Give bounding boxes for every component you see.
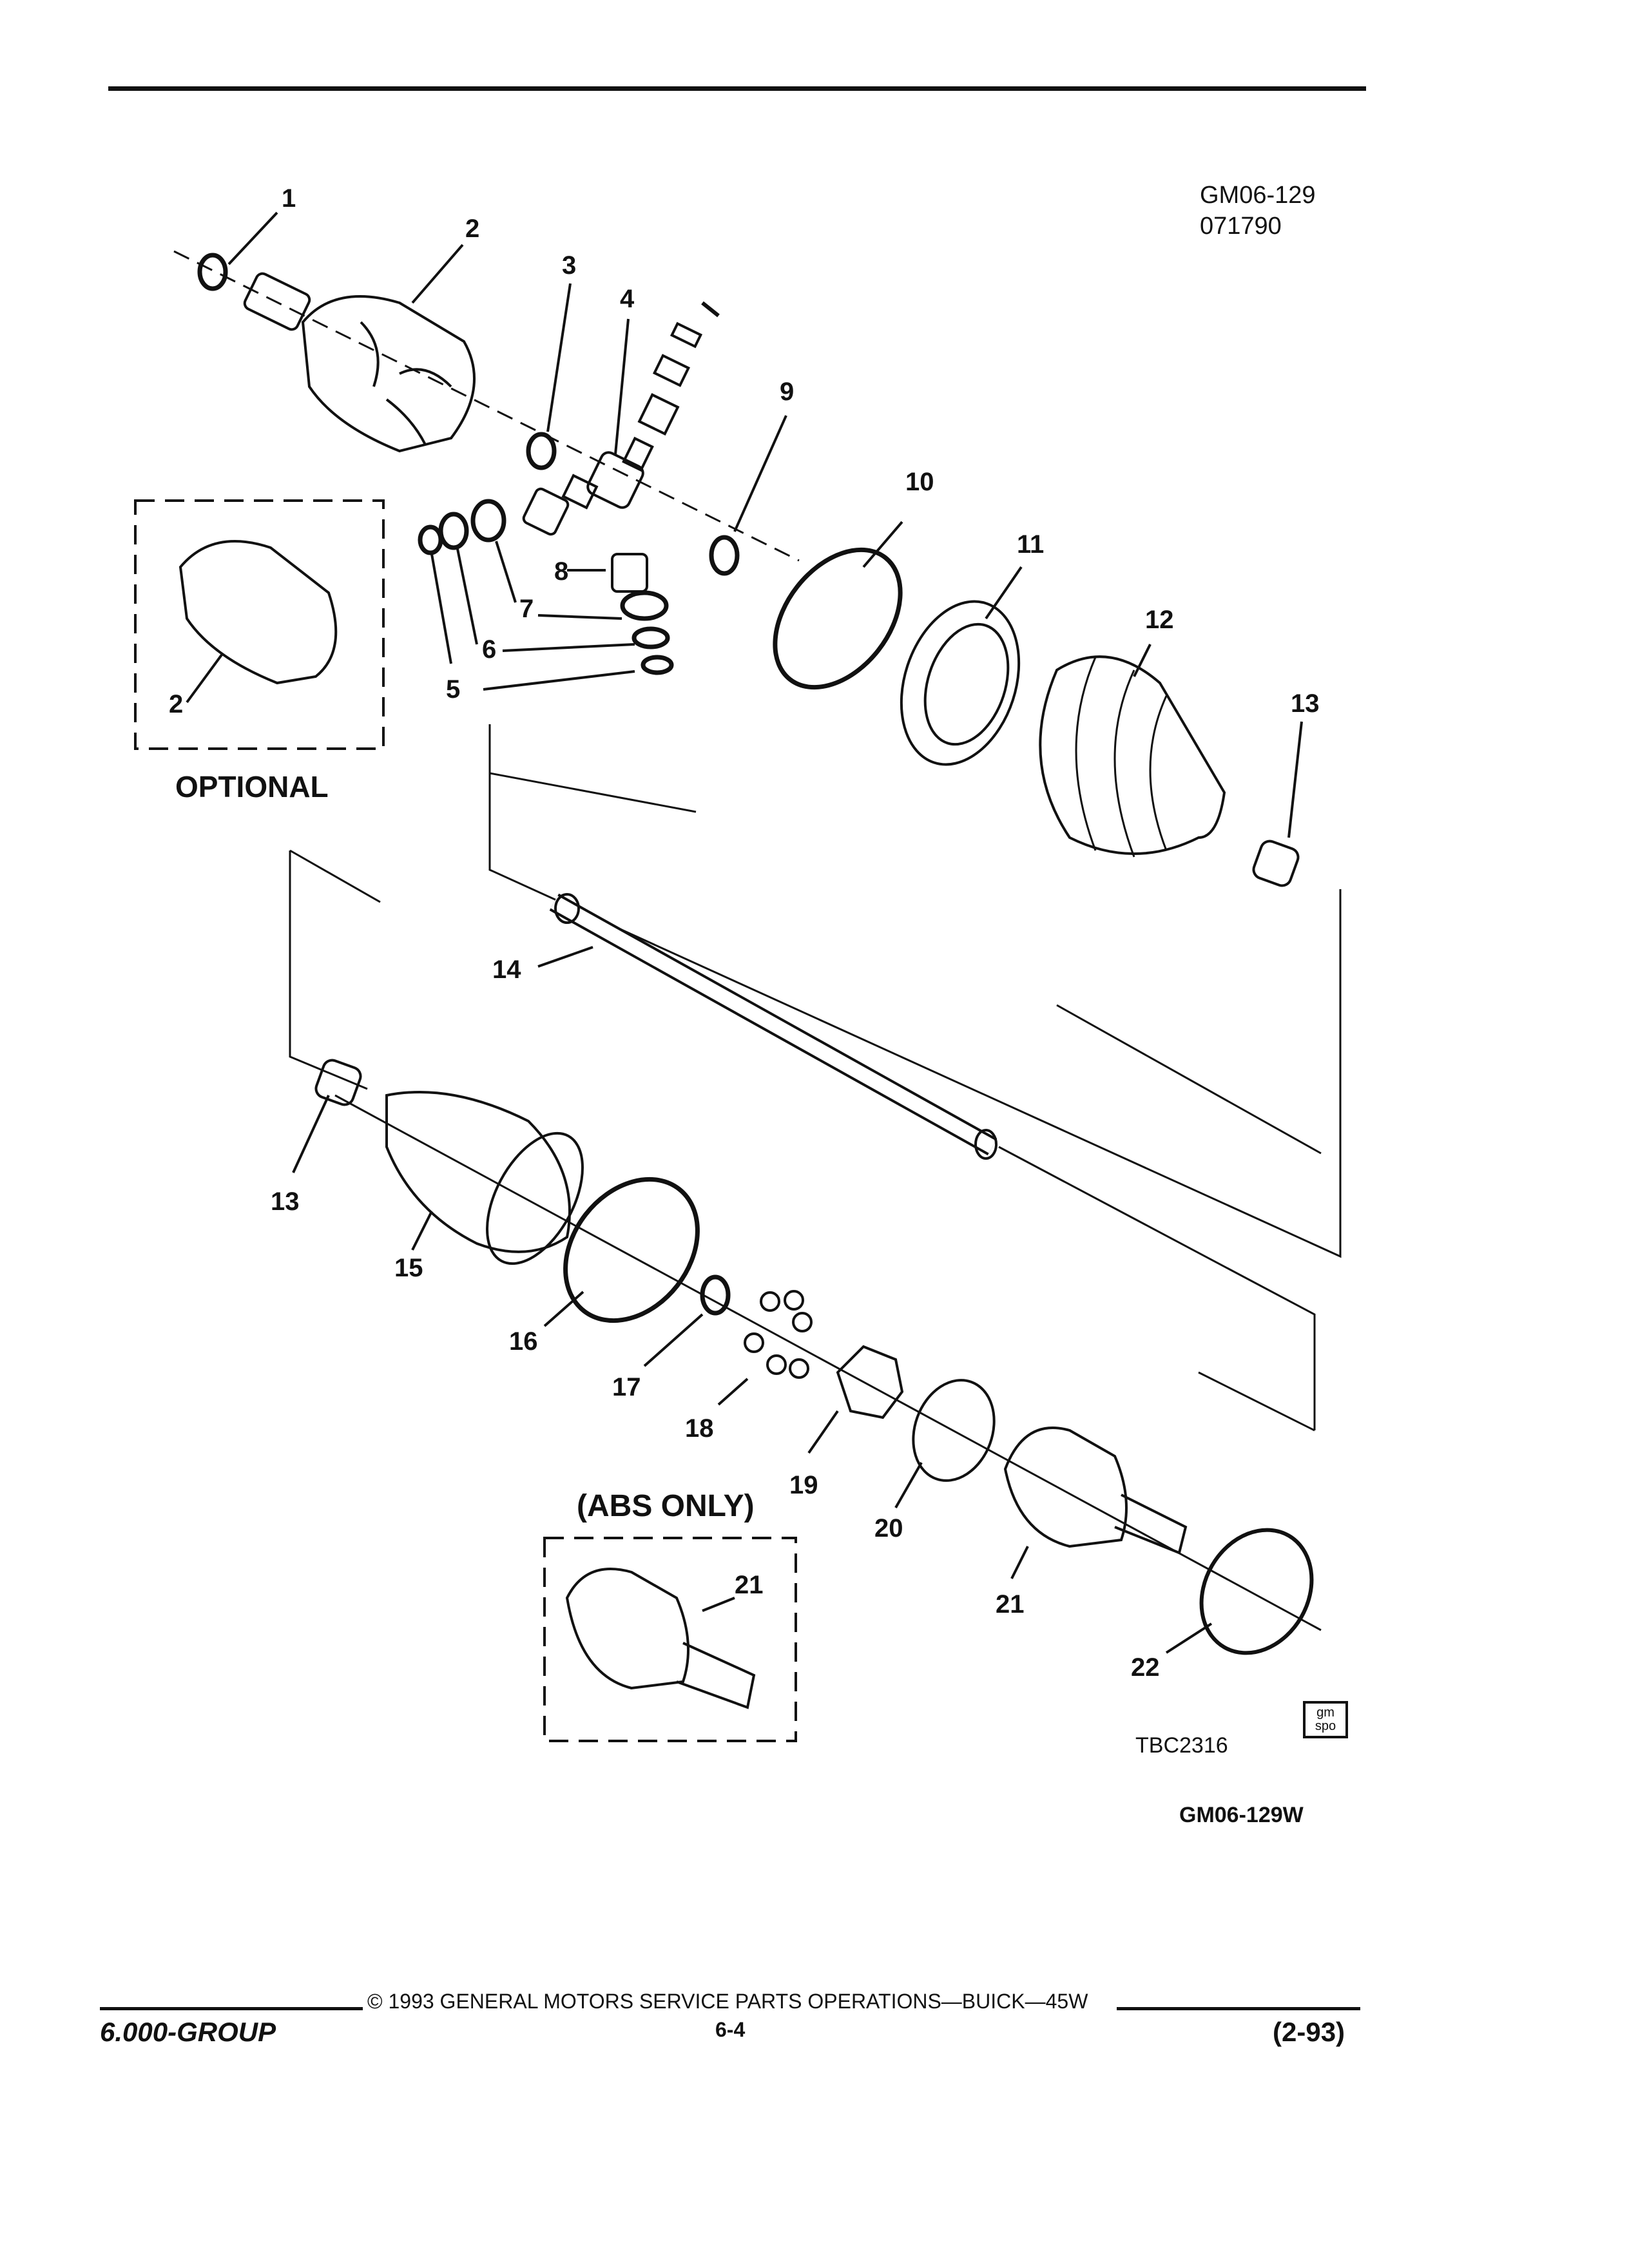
callout-18: 18 [685, 1414, 714, 1443]
callout-3: 3 [562, 251, 577, 280]
gm-spo-logo: gm spo [1303, 1701, 1348, 1738]
part-3-ring [526, 432, 557, 470]
part-7-cup-upper [470, 499, 506, 543]
date-code: 071790 [1200, 213, 1282, 240]
footer-group: 6.000-GROUP [100, 2017, 276, 2047]
part-20-cage [912, 1379, 996, 1482]
footer-rule-left [100, 2007, 363, 2010]
lower-bracket [289, 850, 368, 1090]
part-21-outer-race [1003, 1427, 1128, 1548]
callout-9: 9 [780, 378, 795, 406]
logo-top-text: gm [1316, 1706, 1335, 1720]
part-8-roller-lower [611, 553, 648, 593]
part-4-spider [561, 436, 654, 510]
callout-4: 4 [620, 285, 635, 313]
callout-21-abs: 21 [735, 1571, 764, 1599]
footer-revision: (2-93) [1273, 2017, 1345, 2047]
part-15-boot [385, 1091, 571, 1253]
callout-14: 14 [492, 956, 521, 984]
abs-only-title: (ABS ONLY) [577, 1489, 755, 1523]
upper-bracket [488, 724, 1342, 1258]
retainer-top [670, 322, 703, 349]
callout-7: 7 [519, 595, 534, 623]
part-19-inner-race [836, 1345, 904, 1419]
part-9-ring [709, 535, 740, 576]
optional-title: OPTIONAL [175, 770, 329, 803]
logo-bottom-text: spo [1315, 1719, 1336, 1733]
callout-13-lower: 13 [271, 1187, 300, 1216]
callout-10: 10 [905, 468, 934, 496]
part-6-ring-lower [631, 626, 670, 649]
part-14-shaft [549, 893, 998, 1160]
abs-outer-race [565, 1568, 689, 1690]
part-5-ring-upper [418, 524, 443, 555]
callout-22: 22 [1131, 1653, 1160, 1682]
callout-8: 8 [554, 557, 569, 586]
part-18-balls [744, 1290, 813, 1379]
callout-16: 16 [509, 1327, 538, 1356]
upper-axis-line [173, 250, 800, 562]
optional-inset-box [134, 499, 385, 750]
callout-13-upper: 13 [1291, 689, 1320, 718]
needle-bearing-upper [637, 393, 680, 436]
part-8-roller-upper [522, 487, 570, 536]
callout-19: 19 [789, 1471, 818, 1499]
callout-11: 11 [1017, 530, 1045, 559]
callout-15: 15 [394, 1254, 423, 1282]
part-10-clamp [773, 547, 903, 690]
callout-12: 12 [1145, 606, 1174, 634]
callout-21: 21 [996, 1590, 1025, 1619]
abs-inset-box [543, 1537, 797, 1742]
part-7-cup-lower [620, 590, 669, 621]
callout-6: 6 [482, 635, 497, 664]
callout-17: 17 [612, 1373, 641, 1401]
optional-housing [178, 540, 338, 685]
top-rule [108, 86, 1366, 91]
part-22-ring [1199, 1528, 1314, 1655]
leader-lines [186, 211, 1303, 1654]
part-12-boot [1039, 655, 1226, 855]
part-17-ring [700, 1274, 731, 1316]
part-2-housing [243, 272, 476, 453]
callout-1: 1 [282, 184, 296, 213]
footer-rule-right [1117, 2007, 1360, 2010]
part-13-clamp-upper [1252, 840, 1300, 887]
callout-2-optional: 2 [169, 690, 184, 718]
part-16-clamp [563, 1177, 700, 1323]
illustration-code: TBC2316 [1135, 1733, 1228, 1758]
figure-id: GM06-129W [1179, 1803, 1304, 1827]
part-6-ring-upper [438, 512, 469, 550]
callout-2: 2 [465, 215, 480, 243]
footer-page-number: 6-4 [715, 2018, 746, 2041]
callout-20: 20 [874, 1514, 903, 1542]
part-5-ring-lower [641, 655, 674, 675]
figure-code: GM06-129 [1200, 182, 1316, 209]
part-11-housing [900, 600, 1021, 766]
footer-copyright: © 1993 GENERAL MOTORS SERVICE PARTS OPER… [367, 1990, 1088, 2013]
callout-5: 5 [446, 675, 461, 704]
part-13-clamp-lower [314, 1059, 362, 1106]
part-1-ring [197, 253, 228, 291]
needle-bearing-top [652, 354, 691, 387]
